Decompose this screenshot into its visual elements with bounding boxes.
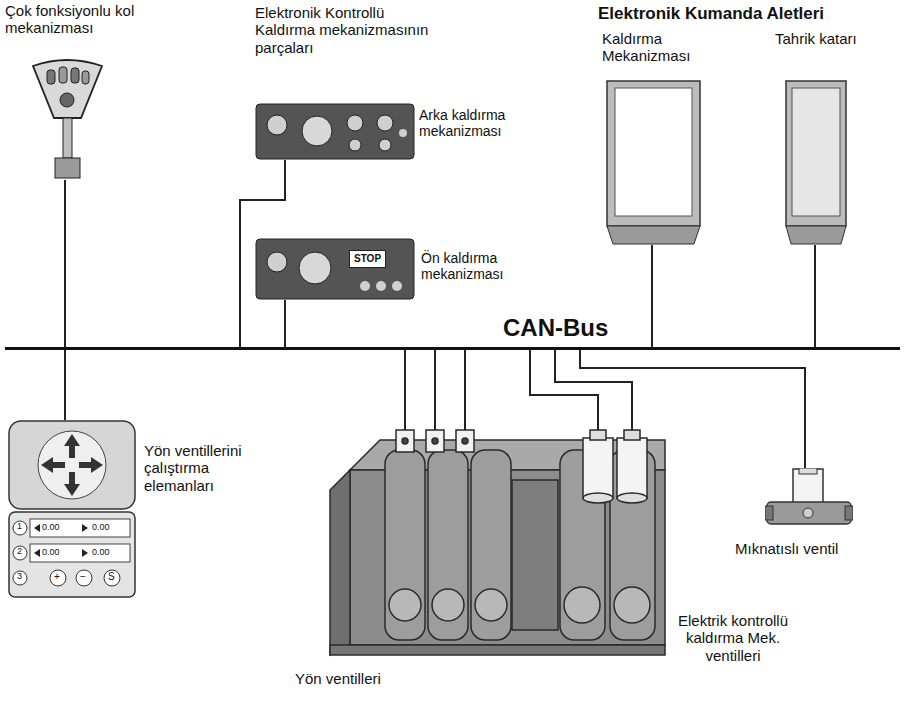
control-panel [255, 238, 415, 300]
control-panel: Arka kaldırma mekanizması [255, 103, 415, 160]
bus-wire [64, 180, 66, 347]
valve-group: Yön ventilleri [385, 430, 485, 550]
bus-wire [64, 350, 66, 420]
bus-wire [814, 245, 816, 347]
bus-wire [284, 300, 286, 347]
part-label: Tahrik katarı [775, 30, 865, 47]
control-panel: STOPÖn kaldırma mekanizması [255, 238, 415, 300]
control-unit: Tahrik katarı [785, 80, 847, 245]
key-number: 3 [17, 571, 22, 581]
part-label: Çok fonksiyonlu kol mekanizması [5, 2, 145, 37]
bus-wire [530, 350, 598, 430]
key-symbol: + [54, 571, 60, 583]
bus-wire [580, 350, 805, 468]
button-label: STOP [349, 250, 386, 268]
key-number: 1 [17, 521, 22, 531]
valve-block [330, 430, 665, 655]
operating-unit: Yön ventillerini çalıştırma elemanları10… [8, 420, 136, 598]
solenoid-valve-icon [765, 468, 853, 530]
bus-wire [651, 245, 653, 347]
solenoid-valve: Mıknatıslı ventil [765, 468, 853, 530]
bus-wire [434, 350, 436, 430]
joystick-icon [25, 58, 110, 180]
bus-wire [555, 350, 632, 430]
control-unit: Kaldırma Mekanizması [606, 80, 701, 245]
part-label: Mıknatıslı ventil [735, 540, 875, 557]
part-label: Yön ventilleri [295, 670, 435, 687]
part-label: Yön ventillerini çalıştırma elemanları [144, 442, 266, 494]
display-value: 0.00 [42, 547, 60, 557]
part-label: Kaldırma Mekanizması [602, 30, 712, 65]
group-heading: Elektronik Kontrollü Kaldırma mekanizmas… [255, 4, 433, 56]
display-value: 0.00 [92, 547, 110, 557]
group-heading: Elektronik Kumanda Aletleri [598, 4, 824, 24]
key-symbol: S [108, 571, 115, 583]
part-label: Ön kaldırma mekanizması [421, 250, 521, 282]
display-value: 0.00 [92, 522, 110, 532]
joystick: Çok fonksiyonlu kol mekanizması [25, 58, 110, 180]
control-unit [606, 80, 701, 245]
bus-wire [464, 350, 466, 430]
key-number: 2 [17, 546, 22, 556]
can-bus: CAN-Bus [5, 347, 900, 350]
part-label: Arka kaldırma mekanizması [419, 107, 527, 139]
bus-label: CAN-Bus [503, 314, 608, 342]
part-label: Elektrik kontrollü kaldırma Mek. ventill… [658, 612, 808, 664]
valve-group: Elektrik kontrollü kaldırma Mek. ventill… [570, 430, 660, 550]
operating-unit [8, 420, 136, 598]
control-unit [785, 80, 847, 245]
control-panel [255, 103, 415, 160]
bus-wire [404, 350, 406, 430]
display-value: 0.00 [42, 522, 60, 532]
key-symbol: − [80, 571, 86, 583]
